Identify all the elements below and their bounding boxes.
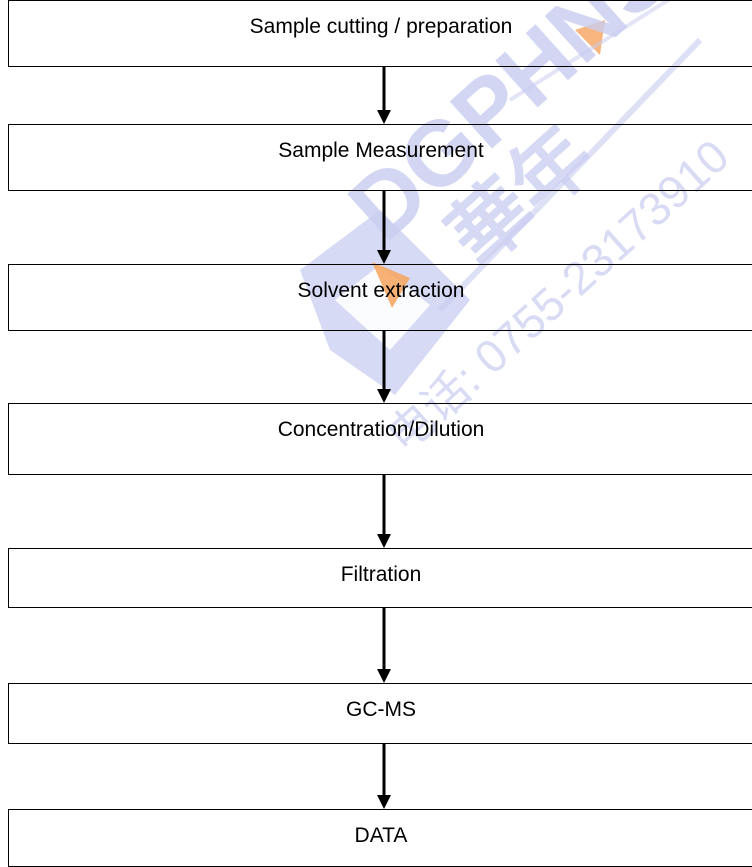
step-label-3: Solvent extraction bbox=[297, 279, 465, 302]
arrow-5 bbox=[377, 608, 391, 683]
arrow-3 bbox=[377, 331, 391, 403]
step-label-1: Sample cutting / preparation bbox=[249, 15, 513, 38]
step-box-2: Sample Measurement bbox=[8, 124, 752, 191]
step-box-5: Filtration bbox=[8, 548, 752, 608]
step-box-3: Solvent extraction bbox=[8, 264, 752, 331]
arrow-2 bbox=[377, 191, 391, 264]
step-label-2: Sample Measurement bbox=[278, 139, 484, 162]
step-box-1: Sample cutting / preparation bbox=[8, 0, 752, 67]
step-box-4: Concentration/Dilution bbox=[8, 403, 752, 475]
step-label-5: Filtration bbox=[340, 563, 422, 586]
step-label-4: Concentration/Dilution bbox=[277, 418, 485, 441]
step-box-6: GC-MS bbox=[8, 683, 752, 744]
step-label-7: DATA bbox=[354, 824, 408, 847]
arrow-4 bbox=[377, 475, 391, 548]
arrow-1 bbox=[377, 67, 391, 124]
step-label-6: GC-MS bbox=[346, 698, 416, 721]
watermark-logo bbox=[300, 0, 703, 395]
arrow-6 bbox=[377, 744, 391, 809]
